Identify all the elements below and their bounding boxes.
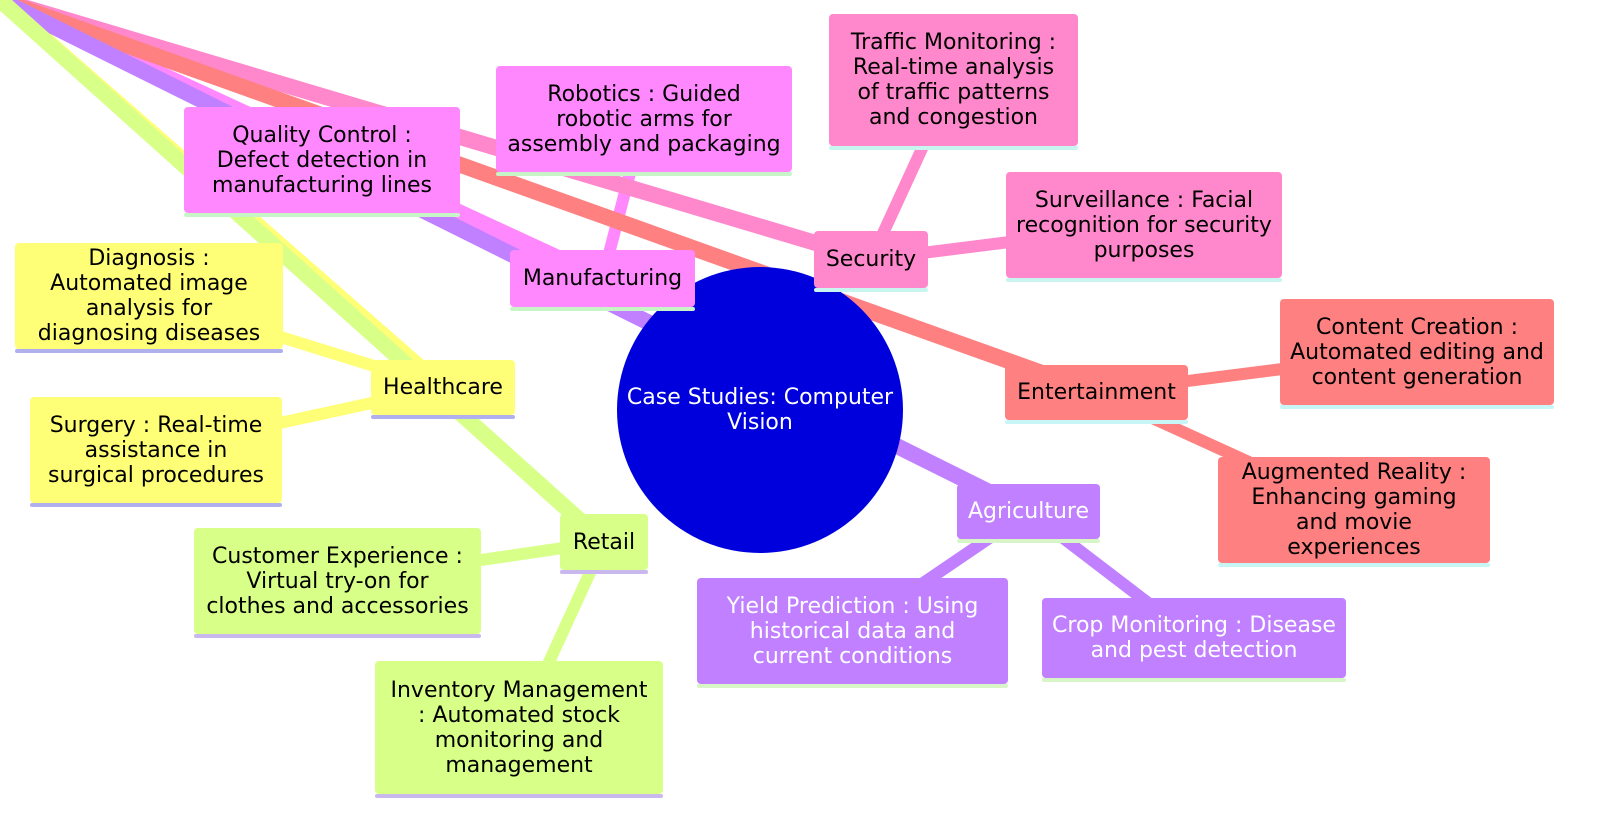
node-underline xyxy=(371,415,515,419)
node-underline xyxy=(1042,678,1346,682)
branch-label-healthcare: Healthcare xyxy=(383,375,503,400)
node-underline xyxy=(957,539,1100,543)
leaf-label-surgery: Surgery : Real-time assistance in surgic… xyxy=(48,412,264,488)
node-underline xyxy=(194,634,481,638)
node-underline xyxy=(375,794,663,798)
node-underline xyxy=(1280,405,1554,409)
leaf-node-yield-prediction: Yield Prediction : Using historical data… xyxy=(697,578,1008,688)
link-root-retail xyxy=(0,0,612,550)
link-root-entertainment xyxy=(0,0,1105,401)
root-label: Case Studies: Computer Vision xyxy=(626,385,894,435)
branch-label-manufacturing: Manufacturing xyxy=(522,266,683,291)
node-underline xyxy=(1005,420,1188,424)
leaf-label-customer-experience: Customer Experience : Virtual try-on for… xyxy=(206,543,469,619)
branch-label-security: Security xyxy=(825,247,917,272)
node-underline xyxy=(15,349,283,353)
leaf-label-diagnosis: Diagnosis : Automated image analysis for… xyxy=(37,246,261,346)
node-underline xyxy=(496,172,792,176)
leaf-label-traffic-monitoring: Traffic Monitoring : Real-time analysis … xyxy=(850,30,1057,130)
branch-node-retail: Retail xyxy=(560,514,648,574)
leaf-node-surgery: Surgery : Real-time assistance in surgic… xyxy=(30,397,282,507)
leaf-node-quality-control: Quality Control : Defect detection in ma… xyxy=(184,107,460,217)
leaf-label-content-creation: Content Creation : Automated editing and… xyxy=(1290,314,1544,390)
branch-node-healthcare: Healthcare xyxy=(371,360,515,419)
branch-node-entertainment: Entertainment xyxy=(1005,365,1188,424)
branch-label-retail: Retail xyxy=(572,529,636,555)
root-node: Case Studies: Computer Vision xyxy=(617,267,903,553)
node-underline xyxy=(814,288,928,292)
branch-node-agriculture: Agriculture xyxy=(957,484,1100,543)
leaf-label-augmented-reality: Augmented Reality : Enhancing gaming and… xyxy=(1241,460,1467,560)
leaf-label-crop-monitoring: Crop Monitoring : Disease and pest detec… xyxy=(1052,613,1336,663)
leaf-node-content-creation: Content Creation : Automated editing and… xyxy=(1280,299,1554,409)
leaf-node-diagnosis: Diagnosis : Automated image analysis for… xyxy=(15,243,283,353)
node-underline xyxy=(1218,563,1490,567)
leaf-node-augmented-reality: Augmented Reality : Enhancing gaming and… xyxy=(1218,457,1490,567)
node-underline xyxy=(560,570,648,574)
leaf-node-inventory-management: Inventory Management : Automated stock m… xyxy=(375,661,663,798)
node-underline xyxy=(184,213,460,217)
leaf-node-traffic-monitoring: Traffic Monitoring : Real-time analysis … xyxy=(829,14,1078,150)
leaf-node-surveillance: Surveillance : Facial recognition for se… xyxy=(1006,172,1282,282)
leaf-label-surveillance: Surveillance : Facial recognition for se… xyxy=(1016,187,1272,263)
leaf-node-robotics: Robotics : Guided robotic arms for assem… xyxy=(496,66,792,176)
leaf-node-customer-experience: Customer Experience : Virtual try-on for… xyxy=(194,528,481,638)
leaf-label-inventory-management: Inventory Management : Automated stock m… xyxy=(390,677,648,778)
branch-node-manufacturing: Manufacturing xyxy=(510,250,695,311)
node-underline xyxy=(829,146,1078,150)
branch-label-agriculture: Agriculture xyxy=(968,499,1089,524)
branch-node-security: Security xyxy=(814,231,928,292)
node-underline xyxy=(697,684,1008,688)
branch-label-entertainment: Entertainment xyxy=(1017,380,1176,405)
leaf-label-quality-control: Quality Control : Defect detection in ma… xyxy=(212,122,432,198)
leaf-label-robotics: Robotics : Guided robotic arms for assem… xyxy=(507,81,781,157)
leaf-node-crop-monitoring: Crop Monitoring : Disease and pest detec… xyxy=(1042,598,1346,682)
node-underline xyxy=(510,307,695,311)
node-underline xyxy=(30,503,282,507)
node-underline xyxy=(1006,278,1282,282)
leaf-label-yield-prediction: Yield Prediction : Using historical data… xyxy=(726,593,979,669)
